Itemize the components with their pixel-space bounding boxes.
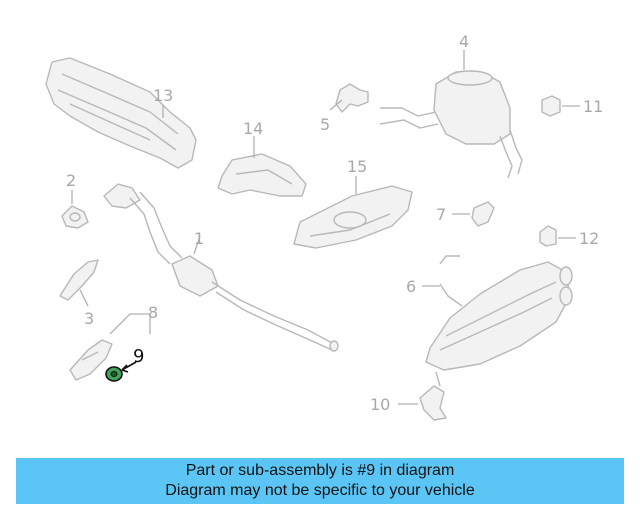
part-1-front-pipe-catalytic-converter[interactable] xyxy=(103,183,339,352)
callout-7: 7 xyxy=(436,205,446,224)
part-5-clamp[interactable] xyxy=(335,83,369,113)
callout-1: 1 xyxy=(194,229,204,248)
callout-3: 3 xyxy=(84,309,94,328)
callout-2: 2 xyxy=(66,171,76,190)
callout-5: 5 xyxy=(320,115,330,134)
part-15-heat-shield-plate[interactable] xyxy=(293,185,413,249)
banner-line-2: Diagram may not be specific to your vehi… xyxy=(165,482,475,499)
callout-12: 12 xyxy=(579,229,599,248)
part-7-connector[interactable] xyxy=(471,201,495,227)
banner-line-1: Part or sub-assembly is #9 in diagram xyxy=(185,462,455,479)
part-11-hanger[interactable] xyxy=(541,95,561,117)
callout-11: 11 xyxy=(583,97,603,116)
callout-4: 4 xyxy=(459,32,469,51)
callout-10: 10 xyxy=(370,395,390,414)
part-2-gasket[interactable] xyxy=(61,205,89,229)
callout-15: 15 xyxy=(347,157,367,176)
exhaust-parts-diagram: 13 14 15 4 5 11 7 12 xyxy=(45,32,603,421)
part-13-heat-shield[interactable] xyxy=(45,57,197,169)
callout-8: 8 xyxy=(148,303,158,322)
info-banner: Part or sub-assembly is #9 in diagram Di… xyxy=(16,458,624,504)
callout-13: 13 xyxy=(153,86,173,105)
part-3-bracket[interactable] xyxy=(59,259,99,301)
part-12-hanger[interactable] xyxy=(539,225,557,247)
part-6-rear-muffler[interactable] xyxy=(425,255,573,371)
part-9-nut[interactable] xyxy=(105,366,123,382)
part-14-bracket[interactable] xyxy=(217,153,307,197)
part-10-bracket[interactable] xyxy=(419,371,447,421)
part-4-muffler[interactable] xyxy=(379,70,523,179)
callout-6: 6 xyxy=(406,277,416,296)
callout-14: 14 xyxy=(243,119,263,138)
part-8-bracket[interactable] xyxy=(69,339,113,381)
callout-9-highlighted: 9 xyxy=(133,346,144,367)
